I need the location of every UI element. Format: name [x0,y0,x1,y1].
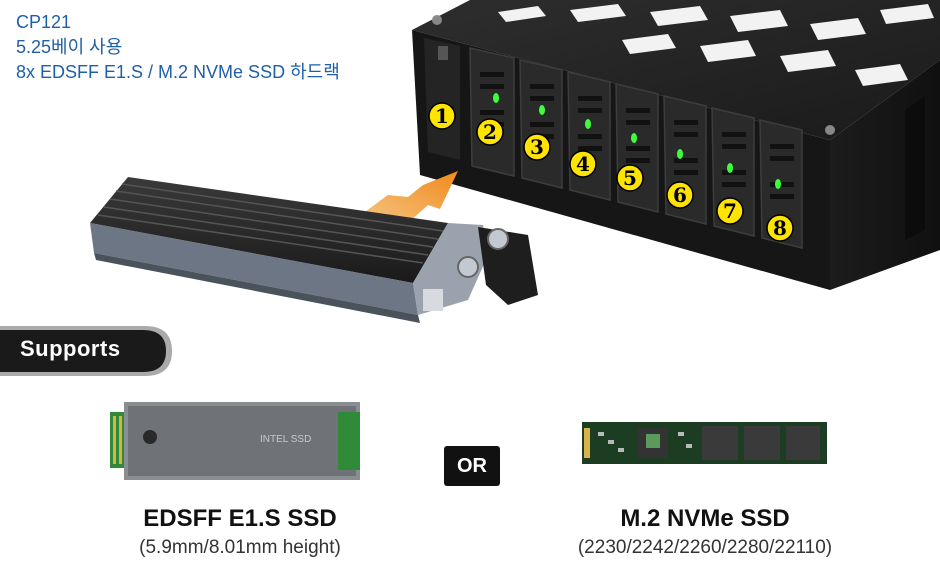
svg-text:4: 4 [576,152,590,176]
m2-nvme-ssd-image [582,422,827,464]
bay-badge-2: 2 [476,118,504,146]
intel-ssd-chip-label: INTEL SSD [260,434,311,445]
edsff-title: EDSFF E1.S SSD [143,505,337,532]
svg-text:1: 1 [435,104,449,128]
svg-text:7: 7 [723,199,737,223]
svg-text:5: 5 [623,166,637,190]
or-badge: OR [444,446,500,486]
bay-badge-4: 4 [569,150,597,178]
m2-title: M.2 NVMe SSD [620,505,790,532]
model-code: CP121 [16,12,72,32]
ssd-sled-image [90,171,538,323]
bay-usage: 5.25베이 사용 [16,37,123,57]
svg-text:6: 6 [673,183,687,207]
svg-text:2: 2 [483,120,497,144]
supports-label: Supports [20,336,121,361]
rack-enclosure-image: 1 2 3 4 5 6 7 8 [412,0,940,290]
bay-badge-7: 7 [716,197,744,225]
bay-badge-8: 8 [766,214,794,242]
edsff-e1s-ssd-image: INTEL SSD [110,402,360,480]
product-description: 8x EDSFF E1.S / M.2 NVMe SSD 하드랙 [16,62,340,82]
product-title: CP121 5.25베이 사용 8x EDSFF E1.S / M.2 NVMe… [16,10,340,85]
bay-badge-5: 5 [616,164,644,192]
edsff-subtitle: (5.9mm/8.01mm height) [139,537,341,558]
bay-badge-3: 3 [523,133,551,161]
bay-badge-6: 6 [666,181,694,209]
supports-tab [0,326,172,376]
svg-text:3: 3 [530,135,544,159]
bay-badge-1: 1 [428,102,456,130]
svg-text:8: 8 [773,216,787,240]
m2-subtitle: (2230/2242/2260/2280/22110) [577,537,833,558]
